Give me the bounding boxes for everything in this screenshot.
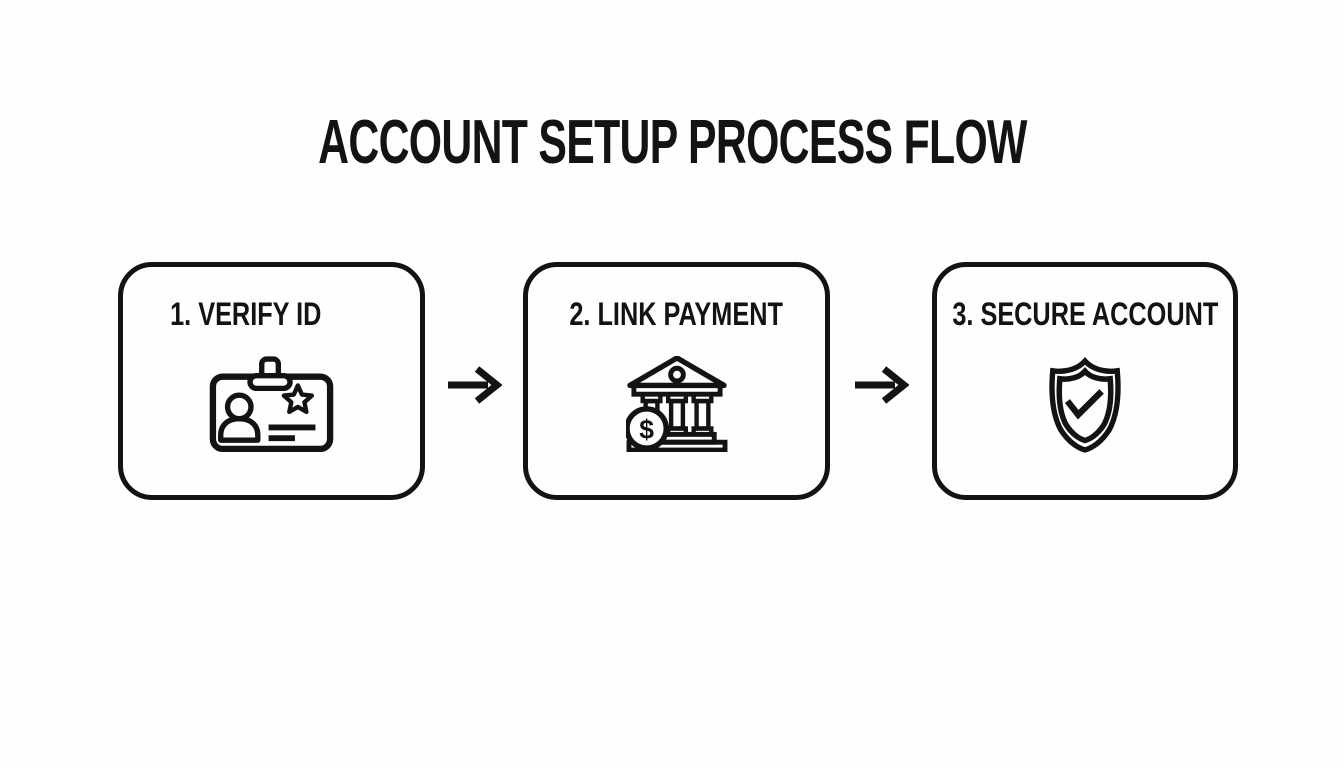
right-arrow-icon — [448, 366, 502, 404]
step-card-verify-id: 1. VERIFY ID — [118, 262, 425, 500]
step-card-secure-account: 3. SECURE ACCOUNT — [932, 262, 1238, 500]
page-title-text: ACCOUNT SETUP PROCESS FLOW — [317, 108, 1027, 177]
step-icon-wrap: $ — [528, 356, 825, 452]
flow-connector — [425, 262, 523, 500]
step-label: 2. LINK PAYMENT — [569, 296, 784, 332]
step-icon-wrap — [123, 356, 420, 452]
step-label: 3. SECURE ACCOUNT — [952, 296, 1218, 332]
dollar-symbol: $ — [639, 414, 654, 444]
shield-check-icon — [1049, 356, 1121, 453]
right-arrow-icon — [855, 366, 909, 404]
step-card-link-payment: 2. LINK PAYMENT — [523, 262, 830, 500]
bank-dollar-icon: $ — [625, 356, 727, 452]
flow-connector — [830, 262, 932, 500]
page-title: ACCOUNT SETUP PROCESS FLOW — [0, 112, 1344, 174]
step-label: 1. VERIFY ID — [169, 296, 322, 332]
process-flow: 1. VERIFY ID 2. LINK PAYMENT — [118, 262, 1238, 500]
step-icon-wrap — [937, 356, 1233, 454]
id-badge-icon — [209, 356, 334, 452]
